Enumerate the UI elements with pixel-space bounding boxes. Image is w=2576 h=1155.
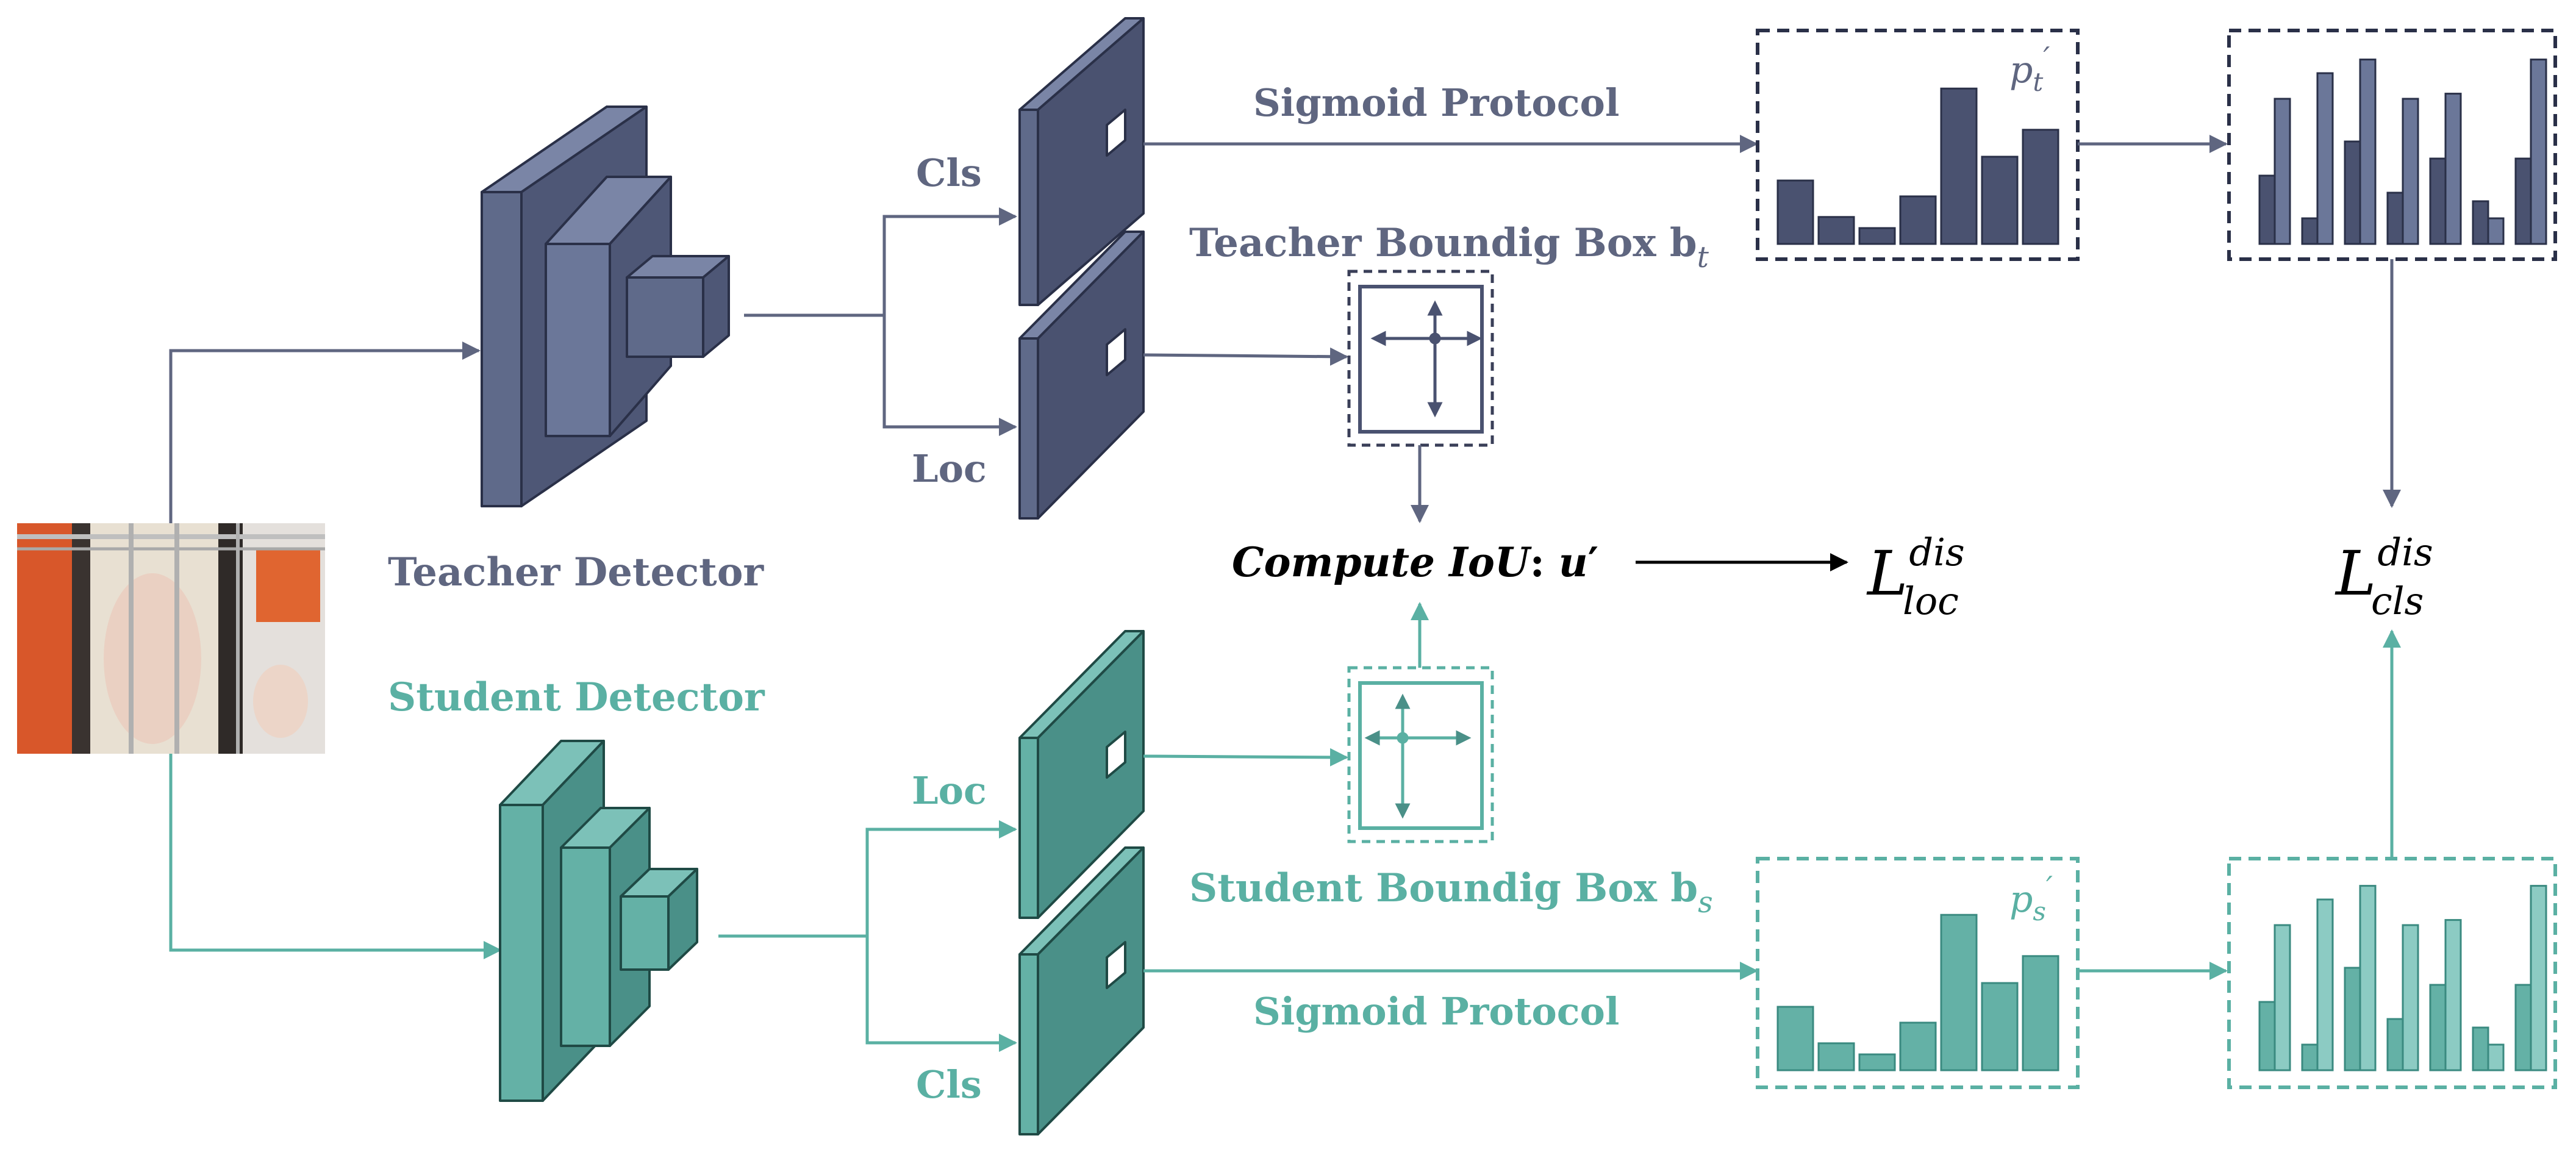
histogram-bar: [2386, 191, 2404, 245]
histogram-bar: [2514, 157, 2532, 245]
student-detector-network: [499, 740, 698, 1102]
histogram-bar: [1940, 87, 1978, 245]
histogram-bar: [1940, 914, 1978, 1071]
histogram-bar: [2402, 98, 2419, 245]
histogram-bar: [2359, 885, 2377, 1071]
student-bbox-label: Student Boundig Box bs: [1189, 865, 1713, 920]
histogram-bar: [2444, 93, 2462, 245]
histogram-bar: [2022, 129, 2059, 245]
histogram-bar: [2514, 984, 2532, 1071]
teacher-split-histogram-bars: [2258, 59, 2547, 245]
histogram-bar: [2444, 919, 2462, 1071]
teacher-loc-label: Loc: [912, 446, 987, 491]
histogram-bar: [1981, 982, 2019, 1071]
teacher-cls-head: [1018, 17, 1145, 306]
histogram-bar: [2258, 1001, 2276, 1071]
student-loc-label: Loc: [912, 768, 987, 813]
histogram-bar: [2429, 984, 2447, 1071]
move-arrows-icon: [1370, 300, 1483, 418]
student-detector-label: Student Detector: [388, 674, 765, 720]
student-cls-head: [1018, 846, 1145, 1135]
teacher-histogram-bars: [1776, 87, 2059, 245]
histogram-bar: [2530, 885, 2547, 1071]
histogram-bar: [2316, 72, 2334, 245]
teacher-loc-arrow: [882, 315, 1017, 436]
student-prob-label: ps′: [2009, 870, 2053, 926]
histogram-bar: [2258, 174, 2276, 245]
student-cls-arrow: [865, 936, 1017, 1052]
histogram-bar: [2316, 898, 2334, 1071]
histogram-bar: [2487, 217, 2505, 245]
input-to-student-arrow: [169, 754, 502, 959]
teacher-cls-label: Cls: [916, 151, 982, 195]
histogram-bar: [2472, 1026, 2489, 1071]
teacher-prob-label: pt′: [2009, 41, 2050, 97]
student-protocol-label: Sigmoid Protocol: [1253, 989, 1619, 1034]
histogram-bar: [2429, 157, 2447, 245]
move-arrows-icon: [1364, 693, 1472, 819]
histogram-bar: [2344, 140, 2361, 245]
histogram-bar: [1899, 1021, 1937, 1071]
histogram-bar: [1776, 179, 1814, 245]
teacher-split-histogram: [2227, 29, 2557, 261]
input-image: [17, 523, 325, 754]
histogram-bar: [2487, 1043, 2505, 1071]
student-bbox: [1347, 666, 1494, 843]
histogram-bar: [2402, 924, 2419, 1071]
teacher-protocol-label: Sigmoid Protocol: [1253, 80, 1619, 125]
histogram-bar: [2274, 98, 2291, 245]
teacher-cls-arrow: [882, 207, 1017, 315]
student-loc-arrow: [865, 820, 1017, 936]
histogram-bar: [1858, 227, 1896, 245]
teacher-bbox-label: Teacher Boundig Box bt: [1189, 220, 1709, 274]
student-histogram: [1756, 857, 2080, 1089]
histogram-bar: [1899, 195, 1937, 245]
student-loc-head: [1018, 630, 1145, 919]
histogram-bar: [2530, 59, 2547, 245]
teacher-bbox-arrow: [1143, 347, 1348, 366]
histogram-bar: [2301, 1043, 2319, 1071]
histogram-bar: [2359, 59, 2377, 245]
histogram-bar: [2472, 200, 2489, 245]
iou-label: Compute IoU: u′: [1232, 538, 1598, 586]
student-histogram-bars: [1776, 914, 2059, 1071]
histogram-bar: [2274, 924, 2291, 1071]
histogram-bar: [2301, 217, 2319, 245]
teacher-detector-label: Teacher Detector: [388, 549, 764, 595]
histogram-bar: [1776, 1006, 1814, 1071]
student-split-histogram: [2227, 857, 2557, 1089]
teacher-detector-network: [481, 105, 730, 507]
histogram-bar: [1817, 216, 1855, 245]
histogram-bar: [2386, 1018, 2404, 1071]
input-to-teacher-arrow: [169, 341, 481, 523]
histogram-bar: [1981, 156, 2019, 245]
teacher-loc-head: [1018, 231, 1145, 520]
histogram-bar: [2344, 967, 2361, 1071]
teacher-bbox: [1347, 270, 1494, 447]
student-bbox-arrow: [1143, 748, 1348, 767]
histogram-bar: [1858, 1053, 1896, 1071]
student-split-histogram-bars: [2258, 885, 2547, 1071]
histogram-bar: [1817, 1042, 1855, 1071]
student-cls-label: Cls: [916, 1062, 982, 1107]
histogram-bar: [2022, 955, 2059, 1071]
